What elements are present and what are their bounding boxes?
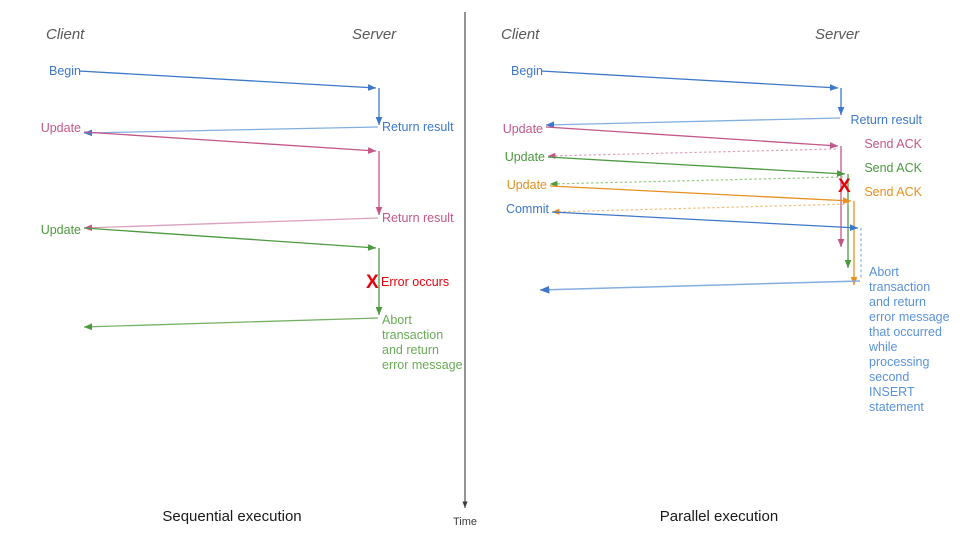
right-arrow-ack3-response bbox=[551, 203, 850, 215]
right-actor-server-label: Server bbox=[815, 26, 860, 43]
left-label-return-result-2: Return result bbox=[382, 211, 454, 225]
left-label-update-1: Update bbox=[41, 121, 81, 135]
right-abort-note-line-6: while bbox=[868, 340, 898, 354]
left-label-update-2: Update bbox=[41, 223, 81, 237]
right-abort-note-line-8: second bbox=[869, 370, 909, 384]
left-flow-begin: Begin Return result bbox=[49, 64, 454, 137]
right-label-send-ack-3: Send ACK bbox=[864, 185, 922, 199]
right-label-update-3: Update bbox=[507, 178, 547, 192]
time-axis-label: Time bbox=[453, 516, 477, 528]
right-label-begin: Begin bbox=[511, 64, 543, 78]
left-flow-update-2: Update bbox=[41, 223, 383, 331]
right-arrow-begin-request bbox=[540, 70, 839, 91]
error-x-icon: X bbox=[366, 272, 379, 293]
right-arrow-abort-response bbox=[539, 280, 861, 294]
right-label-return-result: Return result bbox=[850, 113, 922, 127]
right-flow-update-2: Update Send ACK bbox=[505, 150, 923, 269]
left-arrow-update1-response bbox=[83, 217, 379, 232]
right-abort-note-line-4: error message bbox=[869, 310, 950, 324]
right-abort-note-line-2: transaction bbox=[869, 280, 930, 294]
left-abort-note-line-2: transaction bbox=[382, 328, 443, 342]
left-abort-note-line-1: Abort bbox=[382, 313, 412, 327]
error-x-icon: X bbox=[838, 176, 851, 197]
left-arrow-begin-request bbox=[78, 70, 377, 91]
right-flow-begin: Begin Return result bbox=[511, 64, 923, 129]
left-panel-caption: Sequential execution bbox=[162, 508, 301, 525]
left-abort-note-line-3: and return bbox=[382, 343, 439, 357]
right-abort-note-line-9: INSERT bbox=[869, 385, 915, 399]
left-arrow-update1-request bbox=[83, 131, 377, 154]
right-abort-note-line-1: Abort bbox=[869, 265, 899, 279]
left-abort-note: Abort transaction and return error messa… bbox=[382, 313, 463, 372]
right-flow-update-1: Update Send ACK bbox=[503, 122, 923, 248]
left-panel: Client Server Begin Return result Update… bbox=[41, 26, 463, 525]
right-abort-note-line-3: and return bbox=[869, 295, 926, 309]
left-arrow-update2-request bbox=[83, 227, 377, 251]
right-arrow-ack1-response bbox=[547, 148, 837, 159]
left-abort-note-line-4: error message bbox=[382, 358, 463, 372]
right-arrow-commit-request bbox=[551, 211, 859, 231]
left-actor-server-label: Server bbox=[352, 26, 397, 43]
right-abort-note-line-10: statement bbox=[869, 400, 924, 414]
right-abort-note-line-5: that occurred bbox=[869, 325, 942, 339]
right-arrow-begin-response bbox=[545, 117, 841, 129]
right-label-commit: Commit bbox=[506, 202, 550, 216]
left-label-return-result-1: Return result bbox=[382, 120, 454, 134]
right-label-update-2: Update bbox=[505, 150, 545, 164]
right-flow-commit: Commit bbox=[506, 202, 862, 294]
right-arrow-ack2-response bbox=[549, 176, 844, 187]
right-panel: Client Server Begin Return result Update… bbox=[501, 26, 950, 525]
right-abort-note: Abort transaction and return error messa… bbox=[868, 265, 950, 414]
left-error-marker: X Error occurs bbox=[366, 272, 449, 293]
left-actor-client-label: Client bbox=[46, 26, 85, 43]
right-arrow-update1-request bbox=[545, 126, 839, 149]
left-flow-update-1: Update Return result bbox=[41, 121, 454, 232]
left-label-begin: Begin bbox=[49, 64, 81, 78]
left-arrow-abort-response bbox=[83, 317, 379, 331]
right-actor-client-label: Client bbox=[501, 26, 540, 43]
right-arrow-update3-request bbox=[549, 185, 852, 204]
right-arrow-update2-request bbox=[547, 156, 846, 177]
right-panel-caption: Parallel execution bbox=[660, 508, 778, 525]
right-error-marker: X bbox=[838, 176, 851, 197]
right-flow-update-3: Update Send ACK bbox=[507, 178, 923, 286]
right-label-send-ack-2: Send ACK bbox=[864, 161, 922, 175]
left-label-error-occurs: Error occurs bbox=[381, 275, 449, 289]
time-axis: Time bbox=[453, 12, 477, 528]
right-abort-note-line-7: processing bbox=[869, 355, 929, 369]
right-label-send-ack-1: Send ACK bbox=[864, 137, 922, 151]
left-arrow-begin-response bbox=[83, 126, 379, 137]
right-label-update-1: Update bbox=[503, 122, 543, 136]
